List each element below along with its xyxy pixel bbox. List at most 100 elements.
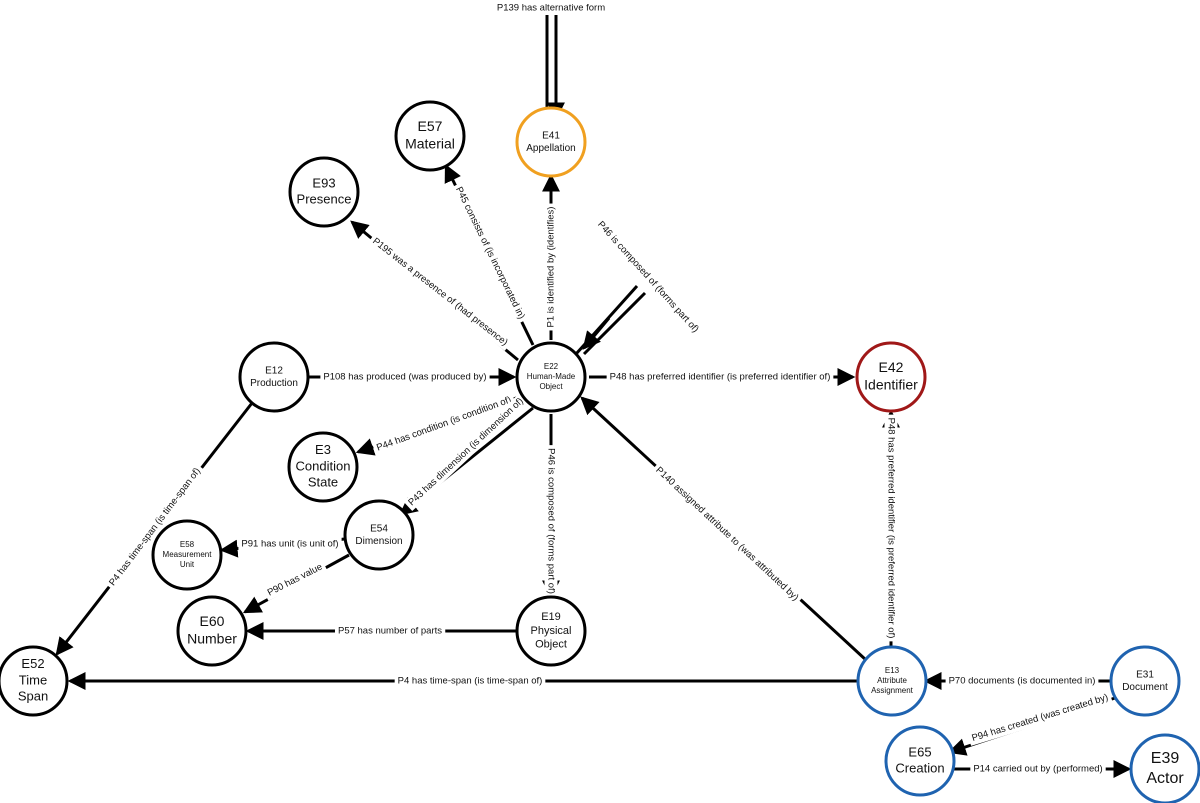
edge-label-group-p91: P91 has unit (is unit of)	[238, 537, 342, 551]
edge-label-bg-p46	[544, 445, 558, 597]
edge-label-group-p46: P46 is composed of (forms part of)	[544, 445, 558, 597]
node-label-e39-1: Actor	[1146, 770, 1184, 787]
edge-label-bg-p48a	[606, 370, 834, 384]
edge-label-p46: P46 is composed of (forms part of)	[545, 448, 556, 594]
edge-label-p1: P1 is identified by (identifies)	[546, 207, 557, 328]
node-label-e54-1: Dimension	[355, 536, 402, 547]
node-label-e57-0: E57	[418, 118, 443, 134]
node-label-e13-1: Attribute	[877, 676, 907, 685]
edge-label-group-p57: P57 has number of parts	[334, 624, 446, 638]
node-label-e31-1: Document	[1122, 682, 1168, 693]
edge-label-bg-p43	[403, 392, 529, 512]
node-label-e57-1: Material	[405, 135, 455, 151]
edge-label-p45: P45 consists of (is incorporated in)	[453, 185, 527, 321]
node-label-e22-2: Object	[539, 382, 563, 391]
node-circle-e60	[176, 595, 248, 667]
edge-label-bg-p48b	[884, 414, 898, 642]
node-label-e42-0: E42	[879, 359, 904, 375]
node-label-e58-1: Measurement	[163, 550, 213, 559]
node-label-e12-0: E12	[265, 365, 283, 376]
edge-label-bg-p14	[970, 762, 1106, 776]
edge-label-bg-p1	[544, 203, 558, 331]
node-label-e22-0: E22	[544, 362, 559, 371]
edge-label-p48b: P48 has preferred identifier (is preferr…	[885, 418, 896, 639]
node-label-e13-2: Assignment	[871, 686, 914, 695]
edge-label-p4b: P4 has time-span (is time-span of)	[398, 676, 543, 687]
p46self-second-stroke	[582, 291, 647, 356]
node-label-e3-1: Condition	[296, 458, 351, 473]
edge-label-bg-p46self	[592, 216, 704, 338]
node-circle-e58	[151, 519, 223, 591]
edge-label-bg-p4b	[394, 674, 546, 688]
node-label-e52-1: Time	[19, 672, 47, 687]
node-circle-e93	[288, 156, 360, 228]
edge-label-p46self: P46 is composed of (forms part of)	[595, 219, 701, 335]
node-label-e42-1: Identifier	[864, 376, 918, 392]
node-label-e65-1: Creation	[895, 761, 944, 776]
node-label-e58-0: E58	[180, 540, 195, 549]
edge-label-group-p14: P14 carried out by (performed)	[970, 762, 1106, 776]
edge-label-bg-p91	[238, 537, 342, 551]
node-label-e41-1: Appellation	[526, 143, 575, 154]
edge-label-bg-p70	[945, 674, 1099, 688]
edge-label-p48a: P48 has preferred identifier (is preferr…	[610, 372, 831, 383]
node-label-e12-1: Production	[250, 378, 298, 389]
node-circle-e54	[343, 499, 415, 571]
node-label-e52-0: E52	[21, 656, 44, 671]
node-label-e39-0: E39	[1151, 750, 1180, 767]
node-label-e93-1: Presence	[297, 192, 352, 207]
edge-label-p14: P14 carried out by (performed)	[973, 764, 1102, 775]
edge-label-group-p48a: P48 has preferred identifier (is preferr…	[606, 370, 834, 384]
edge-label-group-p4b: P4 has time-span (is time-span of)	[394, 674, 546, 688]
node-label-e60-0: E60	[200, 613, 225, 629]
node-circle-e57	[394, 100, 466, 172]
node-label-e13-0: E13	[885, 666, 900, 675]
edge-label-group-p108: P108 has produced (was produced by)	[320, 370, 490, 384]
edge-label-bg-p140	[650, 462, 804, 607]
node-label-e52-2: Span	[18, 689, 48, 704]
node-circle-e13	[856, 645, 928, 717]
node-circle-e39	[1129, 733, 1200, 803]
edge-label-group-p140: P140 assigned attribute to (was attribut…	[650, 462, 804, 607]
edge-label-bg-p57	[334, 624, 446, 638]
edge-label-group-p70: P70 documents (is documented in)	[945, 674, 1099, 688]
edge-label-p140: P140 assigned attribute to (was attribut…	[653, 465, 800, 603]
edge-label-p108: P108 has produced (was produced by)	[323, 372, 486, 383]
edge-label-bg-p45	[450, 181, 530, 325]
edge-label-bg-p44	[371, 392, 517, 456]
edge-label-p91: P91 has unit (is unit of)	[241, 539, 338, 550]
node-label-e41-0: E41	[542, 130, 560, 141]
node-circle-e41	[515, 106, 587, 178]
edge-label-group-p139: P139 has alternative form	[497, 3, 605, 14]
node-label-e60-1: Number	[187, 630, 237, 646]
node-label-e54-0: E54	[370, 523, 388, 534]
node-circle-e65	[884, 725, 956, 797]
node-label-e31-0: E31	[1136, 669, 1154, 680]
node-label-e58-2: Unit	[180, 560, 195, 569]
edge-label-p90: P90 has value	[266, 561, 325, 598]
edge-label-p70: P70 documents (is documented in)	[949, 676, 1096, 687]
edge-label-bg-p90	[262, 559, 328, 601]
node-label-e93-0: E93	[312, 175, 335, 190]
node-label-e65-0: E65	[908, 744, 931, 759]
edge-label-group-p48b: P48 has preferred identifier (is preferr…	[884, 414, 898, 642]
edge-p46self	[574, 284, 639, 356]
